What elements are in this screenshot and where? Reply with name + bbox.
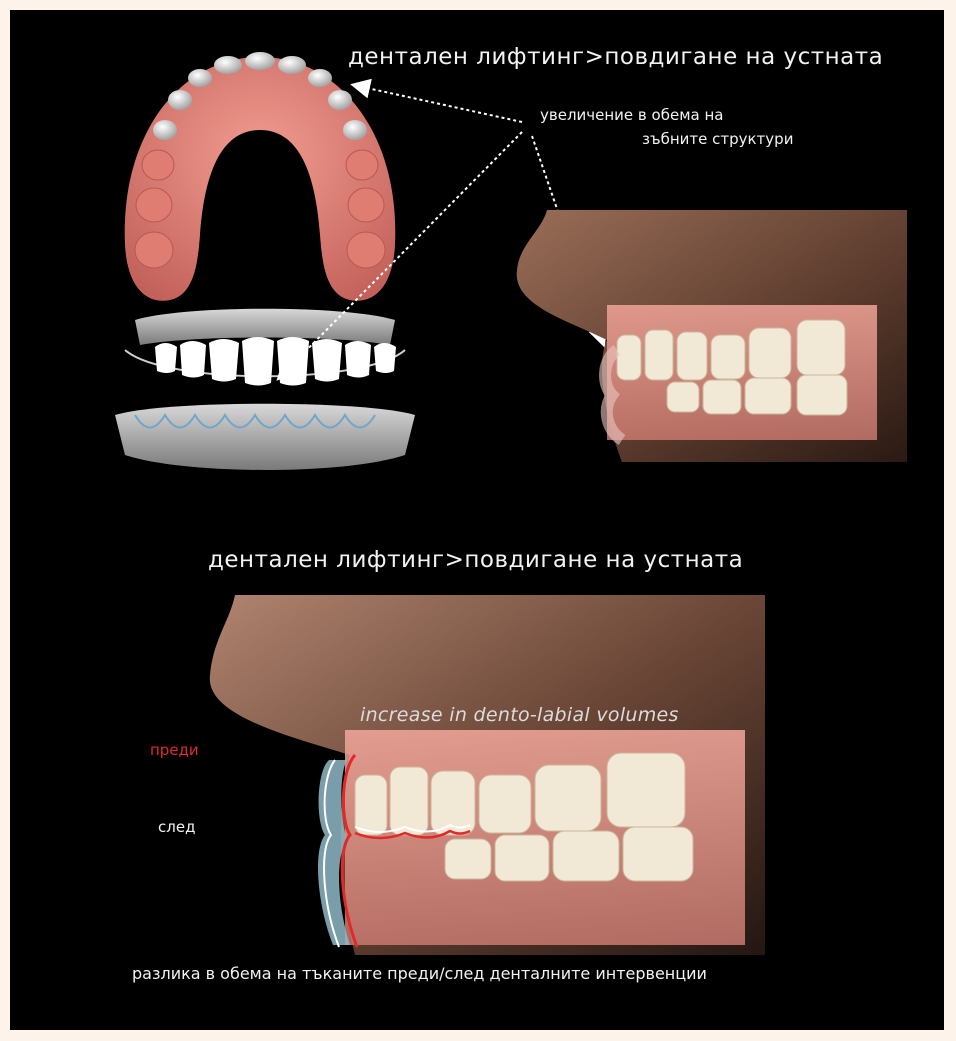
bottom-title: дентален лифтинг>повдигане на устната [208, 547, 743, 573]
figure-panel: дентален лифтинг>повдигане на устната ув… [10, 10, 944, 1030]
profile-smile-image [507, 210, 907, 462]
after-label: след [158, 818, 195, 836]
before-label: преди [150, 741, 199, 759]
arrow-to-veneers [282, 132, 522, 375]
arrow-to-arch [358, 86, 522, 122]
profile-volume-comparison-image [205, 595, 765, 955]
bottom-caption: разлика в обема на тъканите преди/след д… [132, 964, 707, 983]
dento-labial-volume-label: increase in dento-labial volumes [360, 704, 679, 726]
